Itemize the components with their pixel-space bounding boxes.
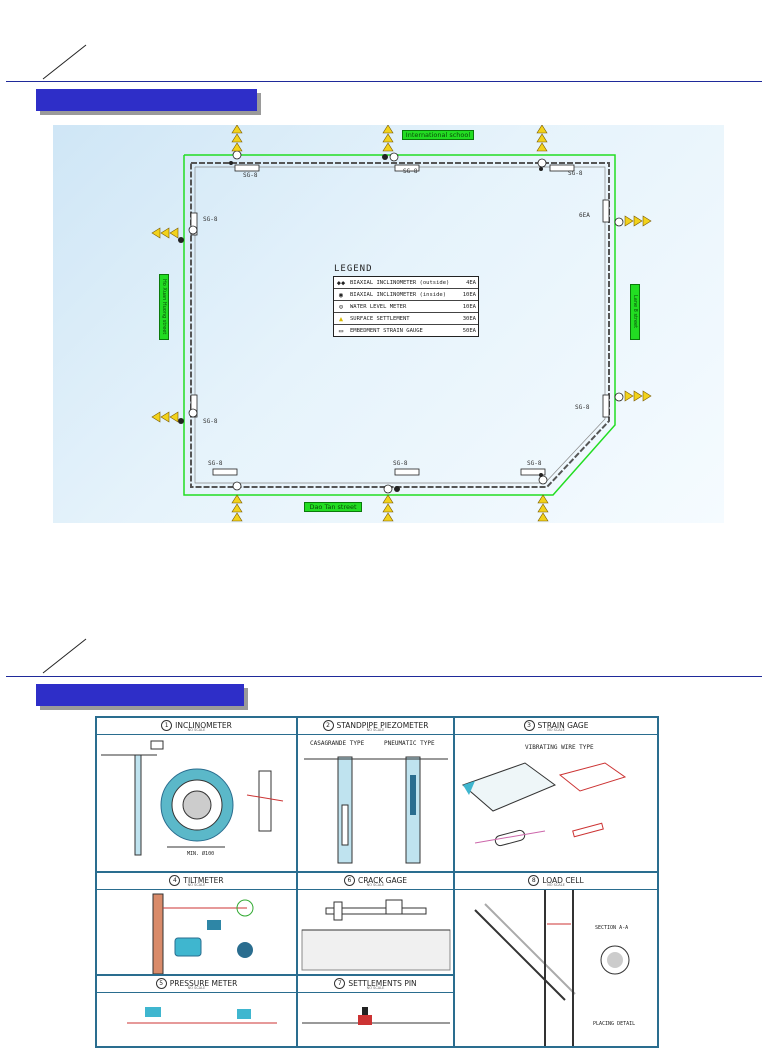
biaxial-inclinometer-icon: ◆◆: [336, 278, 346, 287]
street-label-south: Dao Tan street: [304, 502, 362, 512]
settlement-points: [151, 125, 652, 522]
svg-text:SG-8: SG-8: [203, 216, 218, 223]
water-level-meter-icon: ⊙: [338, 302, 344, 311]
crack-gage-drawing: [301, 899, 451, 971]
svg-text:SG-8: SG-8: [403, 168, 418, 175]
svg-text:SG-8: SG-8: [575, 404, 590, 411]
pressure-meter-drawing: [127, 1007, 277, 1024]
tiltmeter-drawing: [152, 893, 254, 974]
strain-gauge-markers: [190, 164, 610, 476]
legend-table: LEGEND ◆◆BIAXIAL INCLINOMETER (outside)4…: [333, 264, 479, 337]
load-cell-placing-detail: PLACING DETAIL: [593, 1021, 636, 1027]
section-slash-icon: [42, 638, 87, 674]
svg-text:SG-8: SG-8: [568, 170, 583, 177]
piezometer-type-pneumatic: PNEUMATIC TYPE: [384, 740, 435, 747]
inclinometer-dimension: MIN. Ø100: [187, 851, 215, 857]
load-cell-section-label: SECTION A-A: [595, 925, 629, 931]
settlement-pin-drawing: [302, 1007, 450, 1025]
legend-row: ◉BIAXIAL INCLINOMETER (inside)10EA: [334, 289, 478, 301]
embedment-strain-gauge-icon: ▭: [338, 326, 344, 335]
legend-row: ◆◆BIAXIAL INCLINOMETER (outside)4EA: [334, 277, 478, 289]
street-label-north: International school: [402, 130, 474, 140]
section-rule: [6, 676, 762, 677]
svg-text:SG-8: SG-8: [243, 172, 258, 179]
inclinometer-drawing: [101, 740, 284, 856]
strain-gage-type: VIBRATING WIRE TYPE: [525, 744, 594, 751]
street-label-west: Ho Xuan Huong street: [159, 274, 169, 340]
section-banner: [36, 89, 257, 111]
svg-text:6EA: 6EA: [579, 212, 590, 219]
biaxial-inclinometer-inside-icon: ◉: [338, 290, 344, 299]
section-banner: [36, 684, 244, 706]
site-boundary: [183, 154, 616, 496]
surface-settlement-icon: ▲: [338, 314, 344, 323]
street-label-east: Lane 8 street: [630, 284, 640, 340]
svg-text:SG-8: SG-8: [393, 460, 408, 467]
load-cell-drawing: [474, 890, 630, 1046]
svg-text:SG-8: SG-8: [203, 418, 218, 425]
piezometer-drawing: [304, 756, 448, 864]
svg-text:SG-8: SG-8: [208, 460, 223, 467]
inclinometer-markers: [178, 154, 543, 492]
svg-text:SG-8: SG-8: [527, 460, 542, 467]
water-level-meters: [188, 150, 624, 494]
section-rule: [6, 81, 762, 82]
strain-gage-drawing: [462, 762, 627, 847]
legend-title: LEGEND: [334, 264, 373, 274]
piezometer-type-casagrande: CASAGRANDE TYPE: [310, 740, 365, 747]
section-slash-icon: [42, 44, 87, 80]
